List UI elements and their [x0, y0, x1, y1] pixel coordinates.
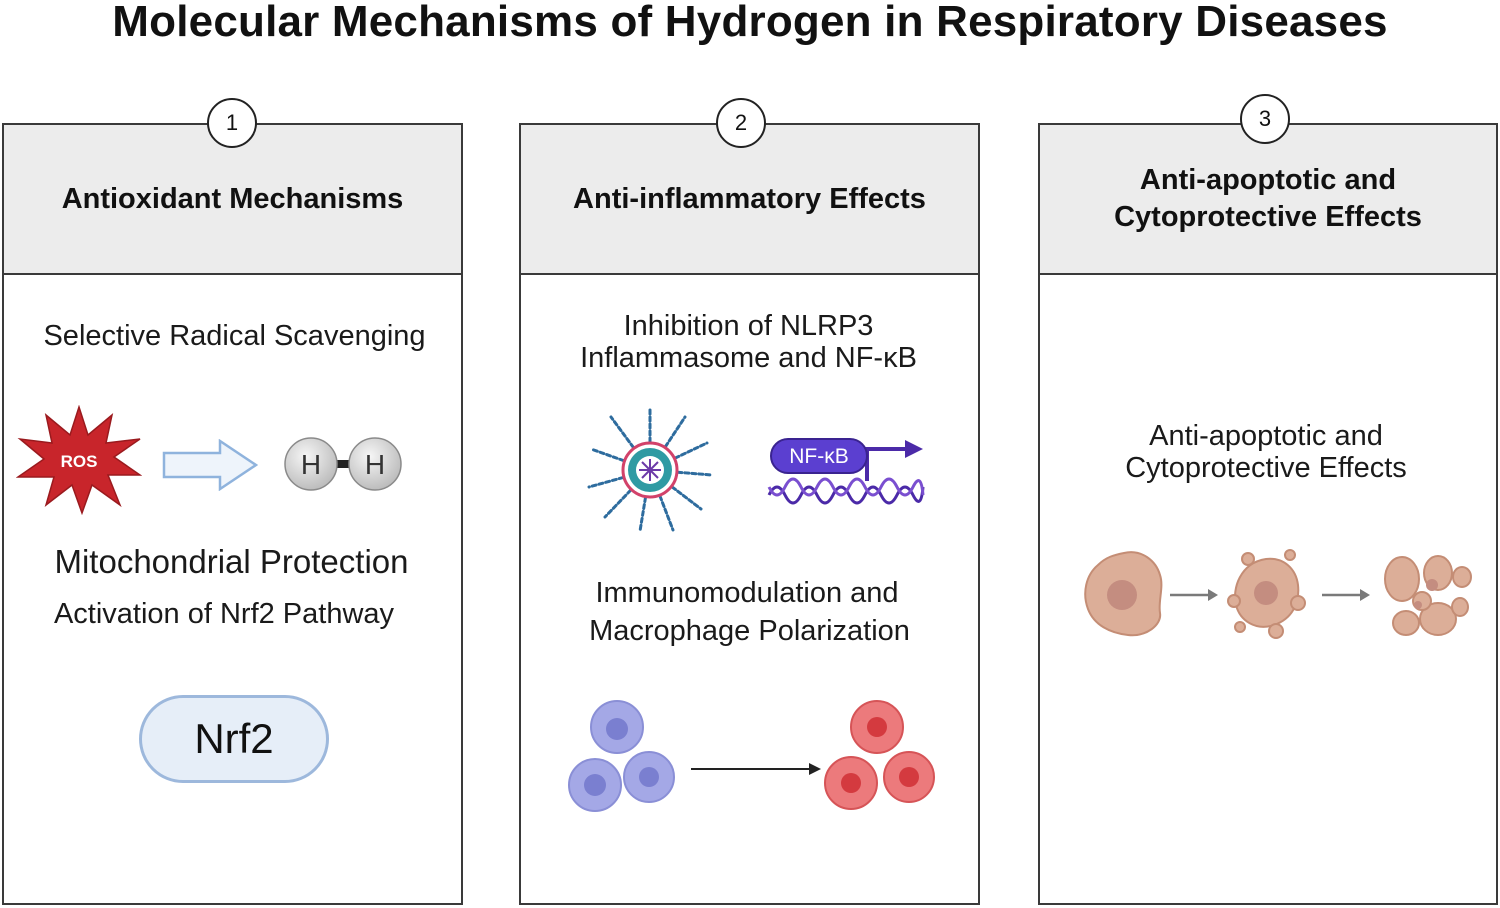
label-nlrp3-line2: Inflammasome and NF-κB [580, 342, 917, 374]
h-atom-right: H [365, 449, 385, 480]
panel-heading: Anti-apoptotic and Cytoprotective Effect… [1040, 125, 1496, 275]
nrf2-pill: Nrf2 [139, 695, 329, 783]
label-mitochondrial-protection: Mitochondrial Protection [54, 543, 409, 580]
panel-antioxidant: Antioxidant Mechanisms Selective Radical… [2, 123, 463, 905]
label-anti-apoptotic-line1: Anti-apoptotic and [1149, 420, 1383, 452]
nfkb-label: NF-κB [789, 445, 849, 468]
panel-heading: Anti-inflammatory Effects [521, 125, 978, 275]
macrophage-cells-icon [568, 700, 935, 812]
label-nlrp3-line1: Inhibition of NLRP3 [623, 310, 874, 342]
step-badge-2: 2 [716, 98, 766, 148]
page-title: Molecular Mechanisms of Hydrogen in Resp… [112, 0, 1388, 46]
inflammasome-icon [587, 408, 714, 533]
nfkb-dna-icon: NF-κB [767, 438, 925, 505]
ros-burst-icon: ROS [16, 405, 142, 515]
label-nrf2-pathway: Activation of Nrf2 Pathway [53, 598, 395, 630]
panel-anti-inflammatory: Anti-inflammatory Effects Inhibition of … [519, 123, 980, 905]
panel-heading-line1: Anti-apoptotic and [1139, 164, 1397, 196]
panel-heading-line2: Cytoprotective Effects [1114, 201, 1422, 233]
step-badge-3: 3 [1240, 94, 1290, 144]
block-arrow-icon [162, 439, 258, 491]
panel-heading: Antioxidant Mechanisms [4, 125, 461, 275]
ros-label: ROS [61, 452, 98, 471]
label-radical-scavenging: Selective Radical Scavenging [43, 320, 426, 352]
panel-anti-apoptotic: Anti-apoptotic and Cytoprotective Effect… [1038, 123, 1498, 905]
label-immunomodulation-line1: Immunomodulation and [595, 577, 899, 609]
label-immunomodulation-line2: Macrophage Polarization [589, 615, 910, 647]
label-anti-apoptotic-line2: Cytoprotective Effects [1125, 452, 1407, 484]
hydrogen-molecule-icon: H H [284, 437, 402, 491]
step-badge-1: 1 [207, 98, 257, 148]
apoptosis-cells-icon [1084, 549, 1472, 639]
h-atom-left: H [301, 449, 321, 480]
